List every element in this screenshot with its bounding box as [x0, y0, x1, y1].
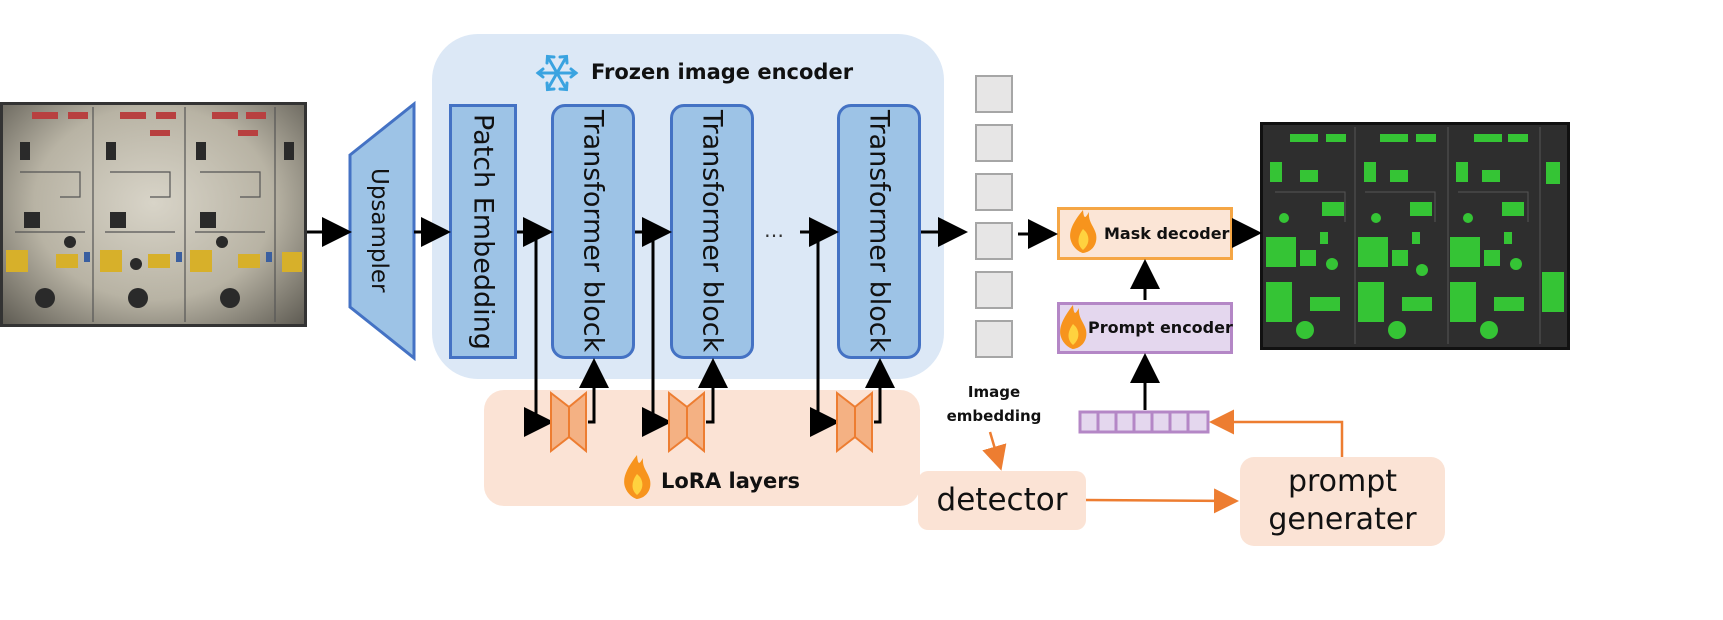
- transformer-block-label: Transformer block: [696, 110, 728, 353]
- patch-embedding-block: Patch Embedding: [449, 104, 517, 359]
- transformer-block-3: Transformer block: [837, 104, 921, 359]
- arrow-detector-to-prompt-generater: [1085, 488, 1239, 514]
- arrow-prompt-generater-to-tokens: [1209, 409, 1344, 457]
- transformer-block-label: Transformer block: [863, 110, 895, 353]
- detector-label: detector: [936, 482, 1068, 518]
- embedding-token: [975, 173, 1013, 211]
- embedding-token: [975, 271, 1013, 309]
- input-pcb-image: [0, 102, 307, 327]
- embedding-token: [975, 320, 1013, 358]
- image-embedding-label: Image embedding: [944, 380, 1044, 428]
- prompt-generater-line2: generater: [1268, 502, 1417, 537]
- patch-embedding-label: Patch Embedding: [467, 113, 499, 350]
- prompt-generater-label: prompt generater: [1240, 463, 1445, 539]
- prompt-generater-box: [1240, 457, 1445, 546]
- transformer-block-2: Transformer block: [670, 104, 754, 359]
- prompt-generater-line1: prompt: [1287, 464, 1398, 499]
- image-embedding-line1: Image: [967, 383, 1021, 401]
- lora-label: LoRA layers: [661, 469, 801, 493]
- detector-box: [918, 471, 1086, 530]
- encoder-title: Frozen image encoder: [591, 60, 854, 84]
- embedding-token: [975, 124, 1013, 162]
- output-mask-image: [1260, 122, 1570, 350]
- prompt-encoder-label: Prompt encoder: [1088, 318, 1233, 337]
- image-embedding-line2: embedding: [946, 407, 1042, 425]
- transformer-block-1: Transformer block: [551, 104, 635, 359]
- upsampler-label: Upsampler: [366, 168, 392, 293]
- transformer-block-label: Transformer block: [577, 110, 609, 353]
- arrow-image-embedding-to-detector: [982, 431, 1007, 471]
- embedding-token: [975, 75, 1013, 113]
- ellipsis: …: [764, 218, 784, 242]
- mask-decoder-label: Mask decoder: [1104, 224, 1230, 243]
- embedding-token: [975, 222, 1013, 260]
